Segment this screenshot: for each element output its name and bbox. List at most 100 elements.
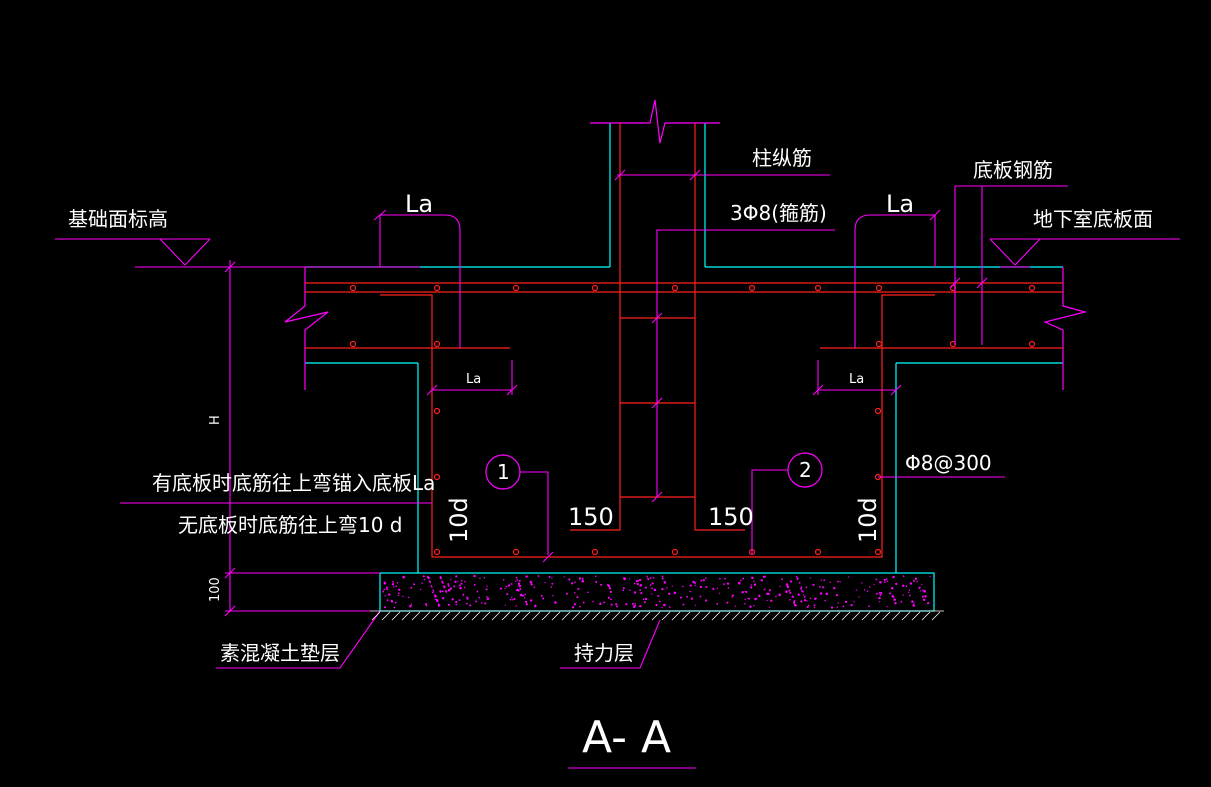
column-rebar-label: 柱纵筋 bbox=[752, 146, 812, 170]
speckle-dot bbox=[443, 586, 446, 589]
speckle-dot bbox=[745, 591, 748, 593]
slab-break-symbols bbox=[284, 267, 1088, 390]
hatch-line bbox=[871, 611, 881, 621]
speckle-dot bbox=[466, 602, 468, 605]
speckle-dot bbox=[805, 586, 808, 589]
speckle-dot bbox=[802, 594, 805, 596]
speckle-dot bbox=[922, 598, 926, 602]
speckle-dot bbox=[750, 584, 752, 586]
speckle-dot bbox=[595, 580, 598, 583]
speckle-dot bbox=[476, 590, 479, 593]
speckle-dot bbox=[663, 581, 667, 584]
speckle-dot bbox=[763, 588, 766, 591]
speckle-dot bbox=[839, 581, 841, 583]
speckle-dot bbox=[796, 578, 799, 580]
speckle-dot bbox=[475, 600, 478, 603]
speckle-dot bbox=[766, 592, 769, 595]
speckle-dot bbox=[629, 578, 631, 580]
speckle-dot bbox=[694, 604, 697, 606]
speckle-dot bbox=[690, 597, 693, 600]
speckle-dot bbox=[726, 582, 730, 585]
speckle-dot bbox=[499, 587, 502, 590]
speckle-dot bbox=[913, 602, 915, 604]
speckle-dot bbox=[592, 600, 594, 603]
speckle-dot bbox=[544, 582, 546, 584]
speckle-dot bbox=[768, 589, 772, 592]
ground-hatch bbox=[371, 611, 941, 621]
speckle-dot bbox=[625, 603, 628, 606]
speckle-dot bbox=[893, 596, 895, 598]
speckle-dot bbox=[512, 599, 514, 601]
hatch-line bbox=[381, 611, 391, 621]
hatch-line bbox=[671, 611, 681, 621]
speckle-dot bbox=[594, 575, 597, 577]
speckle-dot bbox=[830, 606, 834, 609]
speckle-dot bbox=[679, 596, 682, 599]
hatch-line bbox=[911, 611, 921, 621]
speckle-dot bbox=[829, 581, 832, 583]
speckle-dot bbox=[622, 587, 625, 590]
stirrup-label: 3Φ8(箍筋) bbox=[730, 201, 827, 225]
speckle-dot bbox=[643, 601, 646, 604]
speckle-dot bbox=[408, 596, 410, 599]
speckle-dot bbox=[878, 596, 881, 600]
bearing-layer-label: 持力层 bbox=[574, 641, 634, 665]
ten-d-right: 10d bbox=[854, 497, 882, 543]
hatch-line bbox=[421, 611, 431, 621]
speckle-dot bbox=[766, 599, 768, 602]
speckle-dot bbox=[753, 580, 755, 583]
speckle-dot bbox=[460, 582, 463, 585]
speckle-dot bbox=[517, 588, 519, 591]
speckle-dot bbox=[450, 579, 452, 581]
speckle-dot bbox=[858, 596, 860, 598]
note-with-slab: 有底板时底筋往上弯锚入底板La bbox=[152, 471, 435, 495]
speckle-dot bbox=[436, 599, 439, 603]
speckle-dot bbox=[424, 603, 428, 606]
speckle-dot bbox=[455, 575, 458, 578]
dimension-ticks bbox=[224, 169, 988, 617]
hatch-line bbox=[831, 611, 841, 621]
speckle-dot bbox=[398, 592, 400, 594]
speckle-dot bbox=[534, 604, 537, 608]
speckle-dot bbox=[813, 604, 816, 607]
speckle-dot bbox=[873, 583, 875, 586]
speckle-dot bbox=[615, 603, 618, 606]
speckle-dot bbox=[869, 586, 871, 588]
speckle-dot bbox=[812, 583, 815, 586]
speckle-dot bbox=[457, 580, 459, 582]
speckle-dot bbox=[519, 587, 522, 590]
speckle-dot bbox=[550, 586, 553, 588]
speckle-dot bbox=[519, 593, 523, 597]
speckle-dot bbox=[891, 587, 894, 590]
speckle-dot bbox=[850, 603, 853, 607]
speckle-dot bbox=[610, 603, 613, 606]
speckle-dot bbox=[433, 591, 435, 593]
speckle-dot bbox=[661, 575, 664, 578]
speckle-dot bbox=[813, 607, 816, 609]
speckle-dot bbox=[486, 585, 488, 587]
speckle-dot bbox=[785, 590, 788, 593]
speckle-dot bbox=[537, 575, 540, 577]
speckle-dot bbox=[884, 581, 886, 583]
speckle-dot bbox=[813, 597, 817, 601]
speckle-dot bbox=[439, 576, 442, 580]
speckle-dot bbox=[466, 596, 468, 599]
speckle-dot bbox=[895, 582, 898, 586]
speckle-dot bbox=[786, 585, 790, 589]
speckle-dot bbox=[661, 606, 663, 609]
speckle-dot bbox=[718, 592, 721, 594]
hatch-line bbox=[471, 611, 481, 621]
hatch-line bbox=[801, 611, 811, 621]
speckle-dot bbox=[879, 581, 882, 584]
speckle-dot bbox=[382, 590, 385, 593]
speckle-dot bbox=[642, 598, 645, 600]
hatch-line bbox=[531, 611, 541, 621]
speckle-dot bbox=[754, 597, 757, 601]
speckle-dot bbox=[548, 575, 551, 578]
speckle-dot bbox=[671, 585, 673, 587]
speckle-dot bbox=[775, 595, 777, 598]
speckle-dot bbox=[483, 577, 486, 579]
dimension-lines bbox=[55, 174, 1180, 769]
speckle-dot bbox=[395, 585, 398, 588]
